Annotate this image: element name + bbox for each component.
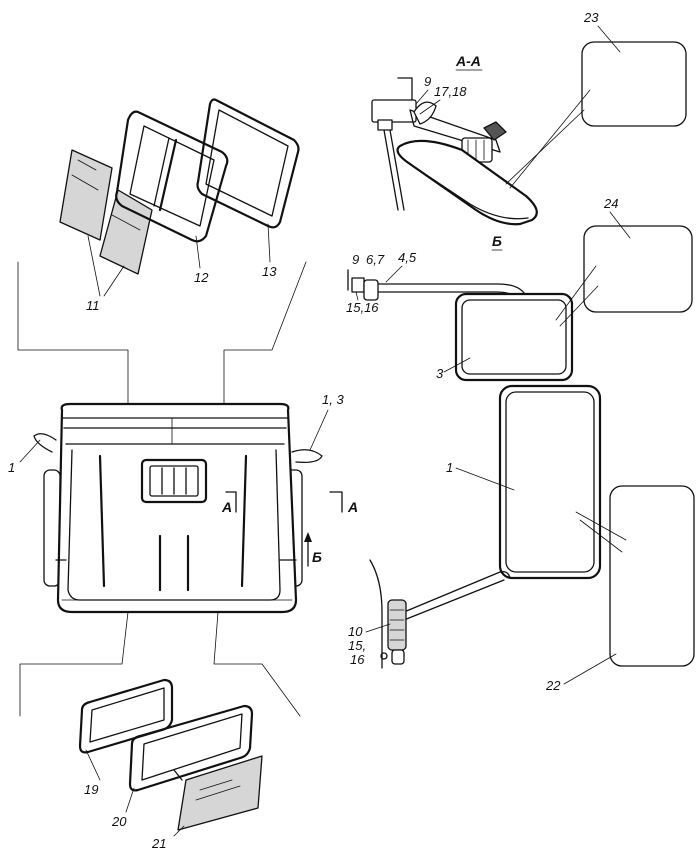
label-16: 16 bbox=[350, 652, 365, 667]
label-6-7: 6,7 bbox=[366, 252, 385, 267]
label-15: 15, bbox=[348, 638, 366, 653]
section-mark-a-left: А bbox=[221, 499, 232, 515]
view-mark-b: Б bbox=[312, 549, 322, 565]
label-10: 10 bbox=[348, 624, 363, 639]
label-21: 21 bbox=[151, 836, 166, 851]
label-12: 12 bbox=[194, 270, 209, 285]
label-9-aa: 9 bbox=[424, 74, 431, 89]
label-9-b: 9 bbox=[352, 252, 359, 267]
label-20: 20 bbox=[111, 814, 127, 829]
label-13: 13 bbox=[262, 264, 277, 279]
section-marker-left bbox=[225, 491, 237, 513]
label-19: 19 bbox=[84, 782, 98, 797]
section-title-aa: А-А bbox=[455, 53, 481, 69]
detail-box-23 bbox=[581, 41, 687, 127]
glass-pane-11b bbox=[99, 189, 153, 275]
label-1: 1 bbox=[446, 460, 453, 475]
label-11: 11 bbox=[86, 298, 100, 313]
view-title-b: Б bbox=[492, 233, 502, 249]
label-23: 23 bbox=[583, 10, 599, 25]
upper-callout-lines bbox=[17, 261, 307, 423]
window-frame-20 bbox=[128, 704, 254, 792]
large-mirror-1 bbox=[498, 384, 602, 580]
label-1-left: 1 bbox=[8, 460, 15, 475]
label-22: 22 bbox=[545, 678, 561, 693]
view-b-mirror-assembly bbox=[347, 265, 627, 669]
label-4-5: 4,5 bbox=[398, 250, 417, 265]
label-17-18: 17,18 bbox=[434, 84, 467, 99]
cab-rear-view bbox=[33, 402, 343, 614]
glass-pane-11a bbox=[59, 149, 113, 241]
label-1-3-right: 1, 3 bbox=[322, 392, 344, 407]
cab-rear-window bbox=[140, 458, 208, 504]
window-frame-12 bbox=[115, 110, 229, 243]
left-mirror-bracket bbox=[33, 433, 57, 453]
label-3: 3 bbox=[436, 366, 444, 381]
detail-box-24 bbox=[583, 225, 693, 313]
right-mirror-bracket bbox=[291, 449, 323, 464]
lower-callout-lines bbox=[19, 611, 301, 717]
section-marker-right bbox=[329, 491, 343, 513]
detail-box-22 bbox=[609, 485, 695, 667]
small-mirror-3 bbox=[454, 292, 574, 382]
upper-window-exploded bbox=[59, 98, 300, 297]
section-mark-a-right: А bbox=[347, 499, 358, 515]
glass-pane-21 bbox=[177, 755, 263, 831]
lower-window-exploded bbox=[78, 678, 263, 837]
section-aa-detail bbox=[371, 77, 591, 226]
label-15-16-upper: 15,16 bbox=[346, 300, 379, 315]
label-24: 24 bbox=[603, 196, 618, 211]
